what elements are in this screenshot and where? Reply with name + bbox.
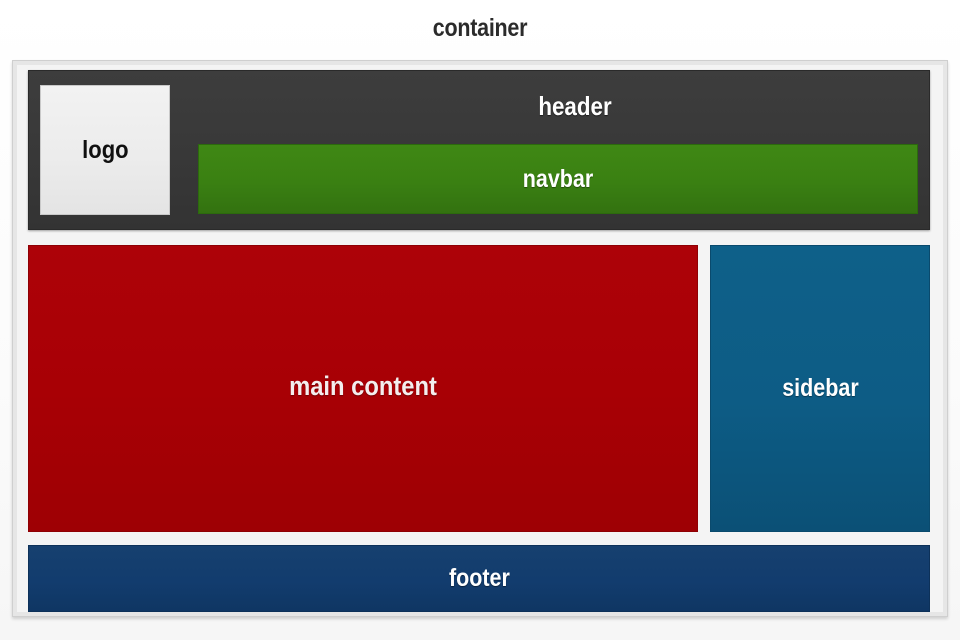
navbar-label: navbar [522,164,594,193]
logo-label: logo [81,135,129,164]
main-content-label: main content [289,371,437,401]
main-content-region: main content [28,245,698,532]
logo-region: logo [40,85,170,215]
footer-region: footer [28,545,930,612]
navbar-region: navbar [198,144,918,214]
sidebar-region: sidebar [710,245,930,532]
container-title: container [432,14,528,42]
header-label: header [538,91,612,121]
sidebar-label: sidebar [781,374,859,402]
footer-label: footer [448,564,510,592]
